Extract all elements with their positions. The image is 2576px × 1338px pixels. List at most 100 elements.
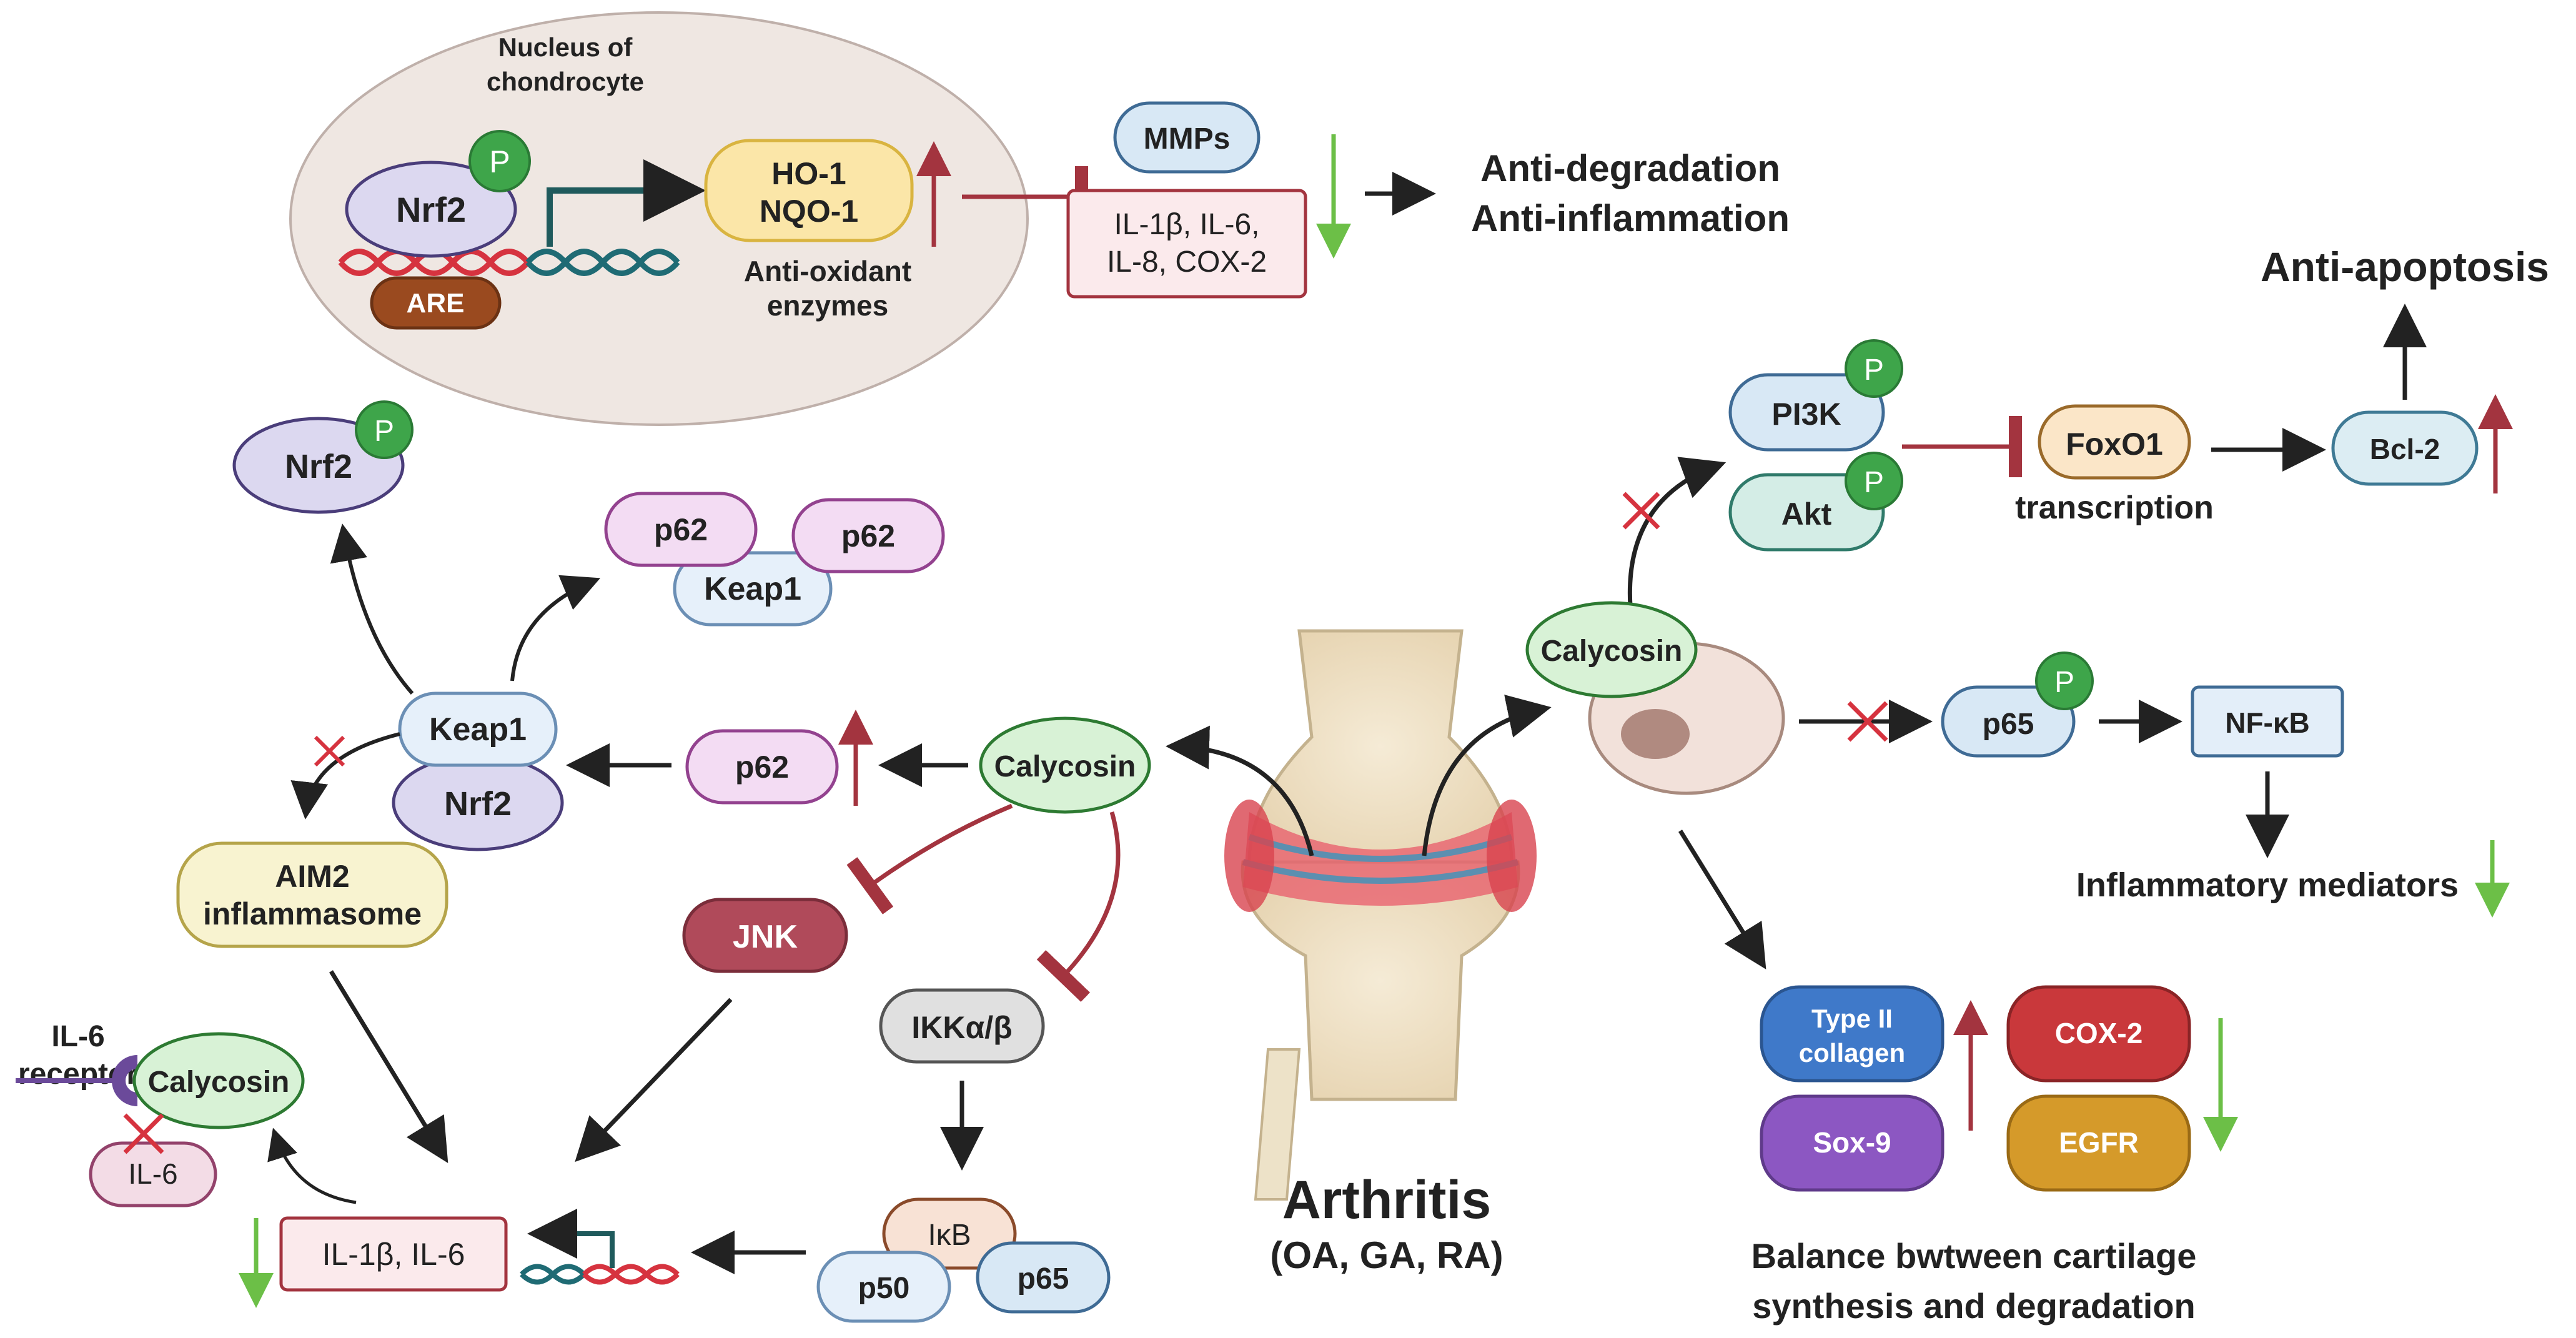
arrow-to-p62-keap1 bbox=[510, 575, 601, 681]
arrow-calycosin-to-pi3k bbox=[1627, 457, 1726, 607]
egfr-node bbox=[2006, 1094, 2191, 1192]
foxo1-node bbox=[2038, 404, 2191, 480]
p62-center-label: p62 bbox=[735, 750, 789, 785]
arthritis-types-label: (OA, GA, RA) bbox=[1270, 1234, 1503, 1276]
ikb-node bbox=[882, 1197, 1017, 1270]
p65-left-label: p65 bbox=[1018, 1262, 1069, 1296]
block-x-pi3k bbox=[1622, 492, 1660, 530]
p50-node bbox=[816, 1251, 951, 1323]
block-x-il6 bbox=[123, 1113, 164, 1154]
phospho-icon bbox=[468, 130, 531, 192]
ho1-nqo1-node bbox=[704, 139, 914, 242]
keap1-cluster-label: Keap1 bbox=[704, 571, 801, 607]
arthritis-label: Arthritis bbox=[1282, 1170, 1491, 1230]
nfkb-node bbox=[2191, 685, 2344, 758]
jnk-node bbox=[682, 898, 848, 973]
p62-center-node bbox=[685, 729, 839, 805]
jnk-label: JNK bbox=[733, 919, 798, 955]
phospho-icon-p65 bbox=[2035, 652, 2094, 710]
dna-strand-nucleus bbox=[338, 249, 680, 276]
arrow-il-to-calycosin-receptor bbox=[267, 1127, 357, 1204]
mmps-node bbox=[1113, 101, 1261, 174]
ikb-label: IκB bbox=[928, 1219, 971, 1252]
p65-right-node bbox=[1941, 685, 2076, 758]
phospho-label-pi3k: P bbox=[1864, 354, 1884, 387]
il6-label: IL-6 bbox=[128, 1157, 177, 1190]
phospho-label-nrf2-released: P bbox=[374, 415, 394, 448]
are-node bbox=[370, 276, 502, 330]
phospho-icon-pi3k bbox=[1845, 339, 1903, 398]
transcription-arrow bbox=[547, 159, 706, 247]
keap1-cluster-node bbox=[673, 551, 833, 627]
phospho-label-akt: P bbox=[1864, 466, 1884, 499]
nrf2-complex-label: Nrf2 bbox=[444, 785, 512, 823]
type2-collagen-label-1: Type II bbox=[1811, 1004, 1893, 1033]
are-label: ARE bbox=[407, 288, 465, 319]
balance-label-2: synthesis and degradation bbox=[1752, 1286, 2196, 1326]
transcription-arrow-lower bbox=[527, 1209, 615, 1268]
calycosin-receptor-label: Calycosin bbox=[148, 1066, 290, 1099]
knee-joint-illustration bbox=[1224, 629, 1537, 1201]
block-x-p65 bbox=[1847, 701, 1888, 742]
aim2-label-2: inflammasome bbox=[203, 896, 422, 931]
block-x-aim2 bbox=[314, 735, 345, 767]
p65-left-node bbox=[976, 1241, 1111, 1314]
arrow-knee-to-calycosin-right bbox=[1422, 695, 1552, 856]
nrf2-nucleus-label: Nrf2 bbox=[396, 190, 466, 229]
pi3k-node bbox=[1728, 373, 1885, 452]
chondrocyte-nucleus bbox=[1621, 709, 1690, 759]
nucleus-title-1: Nucleus of bbox=[498, 32, 633, 62]
balance-label-1: Balance bwtween cartilage bbox=[1751, 1236, 2197, 1276]
cytokines-label-1: IL-1β, IL-6, bbox=[1114, 208, 1259, 241]
calycosin-right-node bbox=[1525, 601, 1698, 698]
inhibit-to-ikk bbox=[1036, 811, 1121, 1002]
calycosin-left-node bbox=[979, 716, 1151, 814]
p62-cluster-node-2 bbox=[791, 498, 945, 573]
keap1-complex-label: Keap1 bbox=[429, 711, 527, 748]
transcription-label: transcription bbox=[2015, 490, 2214, 526]
anti-degradation-label: Anti-degradation bbox=[1480, 147, 1780, 189]
arrow-jnk-to-il bbox=[575, 998, 733, 1162]
arrow-knee-to-calycosin-left bbox=[1166, 725, 1314, 856]
sox9-node bbox=[1760, 1094, 1944, 1192]
aim2-label-1: AIM2 bbox=[275, 859, 349, 894]
sox9-label: Sox-9 bbox=[1813, 1126, 1891, 1159]
cytokines-node bbox=[1066, 189, 1307, 299]
p50-label: p50 bbox=[858, 1272, 910, 1305]
anti-inflammation-label: Anti-inflammation bbox=[1471, 197, 1790, 239]
calycosin-right-label: Calycosin bbox=[1541, 635, 1683, 668]
inhibit-to-jnk bbox=[846, 803, 1013, 914]
type2-collagen-node bbox=[1760, 985, 1944, 1083]
ikk-label: IKKα/β bbox=[911, 1010, 1012, 1045]
akt-node bbox=[1728, 473, 1885, 552]
cox2-label: COX-2 bbox=[2055, 1017, 2143, 1049]
il1b-il6-node bbox=[279, 1216, 508, 1292]
cox2-node bbox=[2006, 985, 2191, 1083]
arrow-to-aim2 bbox=[290, 732, 400, 820]
cytokines-label-2: IL-8, COX-2 bbox=[1107, 245, 1267, 279]
ikk-node bbox=[879, 988, 1045, 1064]
pi3k-label: PI3K bbox=[1771, 397, 1841, 432]
nfkb-label: NF-κB bbox=[2225, 706, 2310, 739]
anti-apoptosis-label: Anti-apoptosis bbox=[2261, 244, 2549, 290]
dna-strand-lower bbox=[520, 1264, 680, 1285]
il6-receptor-icon bbox=[112, 1055, 138, 1106]
keap1-complex-node bbox=[398, 691, 558, 767]
p65-right-label: p65 bbox=[1983, 708, 2034, 741]
il1b-il6-label: IL-1β, IL-6 bbox=[322, 1237, 465, 1272]
p62-cluster-label-1: p62 bbox=[654, 512, 708, 547]
phospho-icon-nrf2-released bbox=[355, 400, 414, 459]
il6-receptor-label-1: IL-6 bbox=[51, 1020, 104, 1053]
akt-label: Akt bbox=[1781, 497, 1832, 532]
ho1-label: HO-1 bbox=[771, 156, 846, 191]
nrf2-nucleus-node bbox=[345, 161, 517, 258]
nrf2-released-label: Nrf2 bbox=[285, 448, 352, 485]
phospho-label-p65: P bbox=[2054, 666, 2074, 699]
calycosin-receptor-node bbox=[132, 1032, 305, 1129]
p62-cluster-node-1 bbox=[604, 492, 758, 567]
bcl2-node bbox=[2331, 410, 2479, 486]
arrow-to-cartilage-balance bbox=[1678, 830, 1766, 969]
p62-cluster-label-2: p62 bbox=[841, 518, 895, 553]
antioxidant-label-1: Anti-oxidant bbox=[744, 255, 911, 287]
